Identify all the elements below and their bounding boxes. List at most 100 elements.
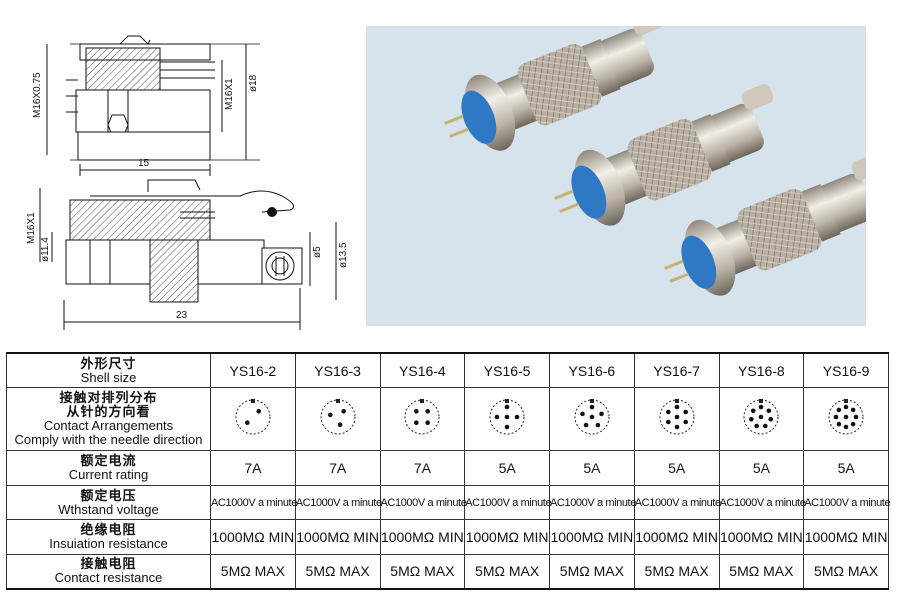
connector-1-image [444, 26, 664, 151]
pin-dot [843, 414, 849, 419]
insulation-resistance-row: 绝缘电阻 Insuiation resistance 1000MΩ MIN 10… [6, 519, 889, 555]
pin-dot [589, 414, 595, 419]
m-left-label: M16X0.75 [32, 72, 43, 118]
model-name: YS16-8 [718, 352, 805, 389]
resistance-value: 5MΩ MAX [464, 553, 550, 590]
voltage-header: 额定电压 Wthstand voltage [6, 484, 211, 521]
pin-layout-icon [404, 398, 440, 435]
pin-layout-icon [235, 398, 271, 435]
pin-dot [583, 422, 589, 428]
pin-layout-cell [803, 387, 889, 452]
model-name: YS16-5 [464, 352, 550, 389]
pin-dot [504, 414, 510, 419]
pin-layout-icon [574, 398, 610, 435]
pin-dot [768, 416, 774, 422]
dia-13-5-label: ø13.5 [338, 242, 349, 268]
latch-screw-icon [267, 207, 277, 217]
m-right-label: M16X1 [224, 78, 235, 110]
current-value: 5A [803, 450, 889, 486]
pin-layout-cell [294, 387, 381, 452]
pin-dot [425, 420, 431, 425]
pin-dot [674, 414, 679, 419]
voltage-value: AC1000V a minute [294, 484, 382, 521]
contact-en-2: Comply with the needle direction [14, 432, 203, 448]
pin-layout-cell [718, 387, 805, 452]
pin-dot [850, 421, 856, 427]
model-name: YS16-4 [379, 352, 466, 389]
product-photo [366, 26, 866, 326]
pin-dot [833, 414, 839, 419]
model-name: YS16-7 [633, 352, 720, 389]
pin-layout-icon [743, 398, 779, 435]
voltage-cn: 额定电压 [80, 487, 137, 503]
model-name: YS16-6 [549, 352, 635, 389]
top-view [46, 35, 260, 176]
pin-dot [589, 404, 595, 409]
pin-layout-icon [320, 398, 356, 435]
pin-dot [414, 408, 419, 414]
pin-key [250, 398, 255, 403]
pin-dot [414, 420, 419, 425]
current-value: 5A [549, 450, 635, 486]
withstand-voltage-row: 额定电压 Wthstand voltage AC1000V a minute A… [6, 484, 891, 521]
pin-dot [580, 411, 585, 416]
dia-5-label: ø5 [312, 246, 323, 258]
resistance-value: 5MΩ MAX [633, 553, 720, 590]
pin-layout-cell [379, 387, 466, 452]
connector-illustration [444, 26, 866, 296]
voltage-value: AC1000V a minute [803, 484, 891, 521]
insulation-en: Insuiation resistance [49, 536, 168, 552]
shell-size-en: Shell size [80, 369, 137, 385]
pin-dot [683, 409, 688, 414]
pin-key [420, 398, 425, 403]
resistance-value: 5MΩ MAX [210, 553, 296, 590]
current-value: 5A [718, 450, 805, 486]
pin-outline [404, 399, 440, 435]
resistance-header: 接触电阻 Contact resistance [6, 553, 211, 590]
pin-dot [665, 419, 671, 424]
current-value: 7A [210, 450, 296, 486]
pin-layout-cell [464, 387, 550, 452]
pin-dot [843, 424, 849, 429]
insulation-header: 绝缘电阻 Insuiation resistance [6, 519, 211, 555]
pin-dot [341, 408, 346, 414]
connector-2-image [554, 84, 774, 226]
pin-layout-cell [549, 387, 635, 452]
pin-dot [749, 416, 754, 422]
insulation-value: 1000MΩ MIN [210, 519, 296, 555]
model-name: YS16-2 [210, 352, 296, 389]
pin-dot [327, 412, 333, 417]
insulation-value: 1000MΩ MIN [803, 519, 889, 555]
pin-layout-icon [828, 398, 864, 435]
spec-table: 外形尺寸 Shell size YS16-2 YS16-3 YS16-4 YS1… [6, 352, 891, 590]
pin-dot [853, 414, 859, 419]
pin-outline [320, 399, 356, 435]
pin-dot [337, 422, 343, 427]
pin-dot [763, 423, 768, 428]
current-value: 7A [379, 450, 466, 486]
side-view [39, 179, 337, 330]
contact-cn-2: 从针的方向看 [66, 404, 151, 420]
current-value: 5A [464, 450, 550, 486]
contact-arrangement-row: 接触对排列分布 从针的方向看 Contact Arrangements Comp… [6, 387, 889, 452]
length-23-label: 23 [176, 310, 188, 321]
pin-key [505, 398, 510, 403]
insulation-cn: 绝缘电阻 [80, 522, 137, 538]
insulation-value: 1000MΩ MIN [718, 519, 805, 555]
pin-dot [836, 407, 842, 412]
pin-dot [751, 408, 756, 413]
contact-arrangement-header: 接触对排列分布 从针的方向看 Contact Arrangements Comp… [6, 387, 211, 452]
contact-en-1: Contact Arrangements [43, 418, 174, 434]
pin-outline [235, 399, 271, 435]
current-en: Current rating [68, 466, 149, 482]
pin-dot [674, 424, 679, 429]
pin-outline [743, 399, 779, 435]
voltage-value: AC1000V a minute [464, 484, 552, 521]
insulation-value: 1000MΩ MIN [379, 519, 466, 555]
pin-outline [489, 399, 525, 435]
insulation-value: 1000MΩ MIN [549, 519, 635, 555]
pin-dot [850, 407, 856, 412]
resistance-value: 5MΩ MAX [294, 553, 381, 590]
current-value: 7A [294, 450, 381, 486]
pin-dot [754, 423, 760, 428]
